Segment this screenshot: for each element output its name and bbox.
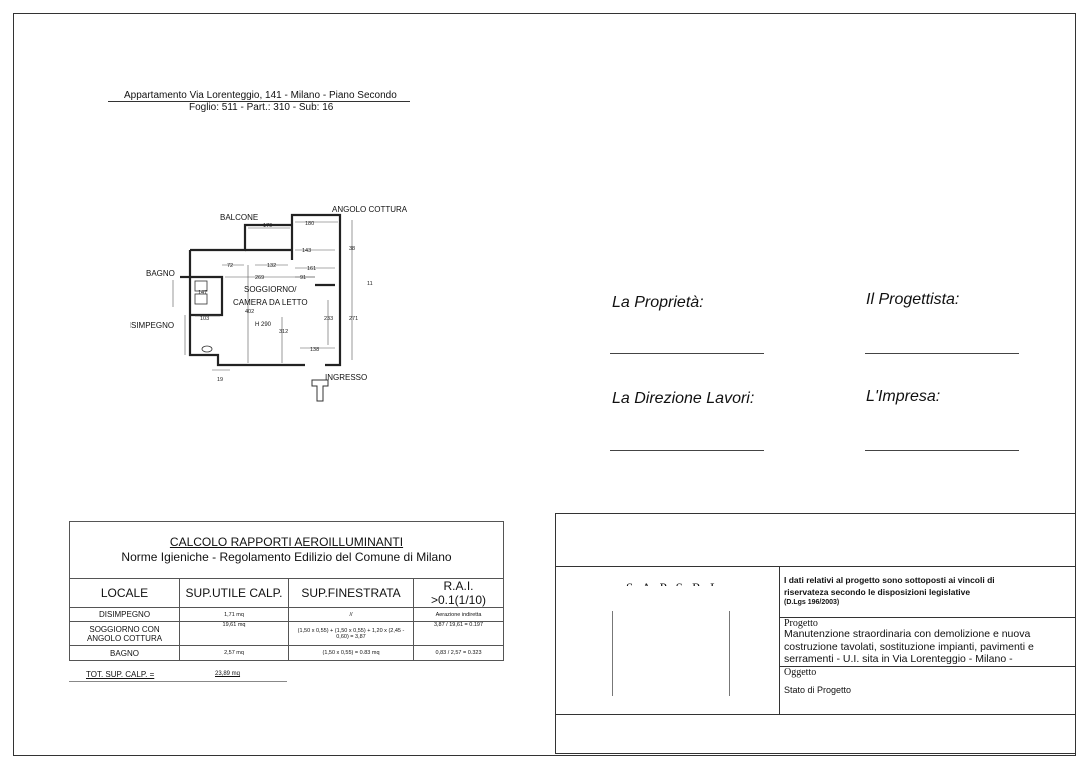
logo-frame [612, 611, 730, 696]
column-header: R.A.I. >0.1(1/10) [413, 578, 504, 608]
works-director-signature-line[interactable] [610, 450, 764, 451]
column-header: LOCALE [69, 578, 180, 608]
rai-table-header: LOCALE SUP.UTILE CALP. SUP.FINESTRATA R.… [69, 578, 504, 608]
table-row: DISIMPEGNO 1,71 mq // Aerazione indirett… [69, 607, 504, 622]
company-signature-line[interactable] [865, 450, 1019, 451]
owner-signature-line[interactable] [610, 353, 764, 354]
sheet-border [13, 13, 1076, 756]
label-camera: CAMERA DA LETTO [233, 298, 308, 307]
project-description: Manutenzione straordinaria con demolizio… [784, 628, 1034, 665]
table-row: BAGNO 2,57 mq (1,50 x 0,55) = 0.83 mq 0,… [69, 645, 504, 661]
label-soggiorno: SOGGIORNO/ [244, 285, 297, 294]
column-header: SUP.UTILE CALP. [179, 578, 289, 608]
dim-label: 180 [305, 221, 314, 227]
label-disimpegno: DISIMPEGNO [130, 321, 174, 330]
divider [779, 666, 1075, 667]
title-underline [108, 101, 410, 102]
divider [779, 566, 780, 714]
label-height: H 290 [255, 322, 272, 328]
label-bagno: BAGNO [146, 269, 175, 278]
dim-label: 147 [198, 290, 207, 296]
dim-label: 103 [200, 316, 209, 322]
cell-locale: DISIMPEGNO [69, 607, 180, 622]
cadastral-reference: Foglio: 511 - Part.: 310 - Sub: 16 [189, 102, 334, 113]
address-title: Appartamento Via Lorenteggio, 141 - Mila… [124, 90, 397, 101]
plan-walls [180, 213, 342, 367]
label-ingresso: INGRESSO [325, 373, 367, 382]
divider [556, 566, 1075, 567]
designer-signature-line[interactable] [865, 353, 1019, 354]
column-header: SUP.FINESTRATA [288, 578, 414, 608]
cell-rai: 0,83 / 2,57 = 0.323 [413, 645, 504, 661]
cell-fin: (1,50 x 0,55) + (1,50 x 0,55) + 1,20 x (… [288, 621, 414, 646]
cell-locale: SOGGIORNO CON ANGOLO COTTURA [69, 621, 180, 646]
divider [779, 617, 1075, 618]
toilet-icon [194, 293, 208, 305]
dimension-labels: 170 180 143 161 269 91 132 72 103 147 40… [198, 221, 373, 383]
bidet-icon [194, 280, 208, 292]
floor-plan: BALCONE ANGOLO COTTURA BAGNO SOGGIORNO/ … [130, 205, 408, 402]
dim-label: 402 [245, 309, 254, 315]
object-description: Stato di Progetto [784, 685, 852, 695]
divider [556, 714, 1075, 715]
total-value: 23,89 mq [215, 671, 241, 677]
project-label: Progetto [784, 618, 818, 629]
table-row: SOGGIORNO CON ANGOLO COTTURA 19,61 mq (1… [69, 621, 504, 646]
shower-drain-icon [201, 345, 213, 353]
dim-label: 91 [300, 275, 306, 281]
rai-table-title: CALCOLO RAPPORTI AEROILLUMINANTI [169, 535, 404, 549]
dimension-lines [172, 220, 353, 371]
dim-label: 11 [367, 281, 373, 287]
cell-fin: (1,50 x 0,55) = 0.83 mq [288, 645, 414, 661]
dim-label: 271 [349, 316, 358, 322]
dim-label: 38 [349, 246, 355, 252]
dim-label: 269 [255, 275, 264, 281]
company-logo-text: S A P S R L [626, 580, 721, 586]
cell-rai: Aerazione indiretta [413, 607, 504, 622]
dim-label: 72 [227, 263, 233, 269]
dim-label: 19 [217, 377, 223, 383]
dim-label: 138 [310, 347, 319, 353]
cell-rai: 3,87 / 19,61 = 0.197 [413, 621, 504, 646]
rai-table: CALCOLO RAPPORTI AEROILLUMINANTI Norme I… [69, 521, 504, 661]
dim-label: 161 [307, 266, 316, 272]
designer-signature-label: Il Progettista: [866, 291, 960, 308]
total-underline [69, 681, 287, 682]
cell-sup: 19,61 mq [179, 621, 289, 646]
owner-signature-label: La Proprietà: [612, 294, 704, 311]
dim-label: 170 [263, 223, 272, 229]
cell-fin: // [288, 607, 414, 622]
rai-table-title-cell: CALCOLO RAPPORTI AEROILLUMINANTI Norme I… [69, 521, 504, 579]
privacy-notice: I dati relativi al progetto sono sottopo… [784, 575, 995, 597]
title-block: S A P S R L I dati relativi al progetto … [555, 513, 1075, 754]
dim-label: 132 [267, 263, 276, 269]
cell-sup: 1,71 mq [179, 607, 289, 622]
label-angolo-cottura: ANGOLO COTTURA [332, 205, 408, 214]
privacy-reference: (D.Lgs 196/2003) [784, 599, 840, 606]
total-label: TOT. SUP. CALP. = [86, 670, 155, 679]
object-label: Oggetto [784, 667, 817, 678]
company-signature-label: L'Impresa: [866, 388, 941, 405]
dim-label: 233 [324, 316, 333, 322]
cell-locale: BAGNO [69, 645, 180, 661]
entrance-arrow-icon [311, 379, 329, 402]
label-balcone: BALCONE [220, 213, 258, 222]
works-director-signature-label: La Direzione Lavori: [612, 390, 755, 407]
dim-label: 143 [302, 248, 311, 254]
rai-table-subtitle: Norme Igieniche - Regolamento Edilizio d… [121, 550, 452, 564]
cell-sup: 2,57 mq [179, 645, 289, 661]
dim-label: 312 [279, 329, 288, 335]
